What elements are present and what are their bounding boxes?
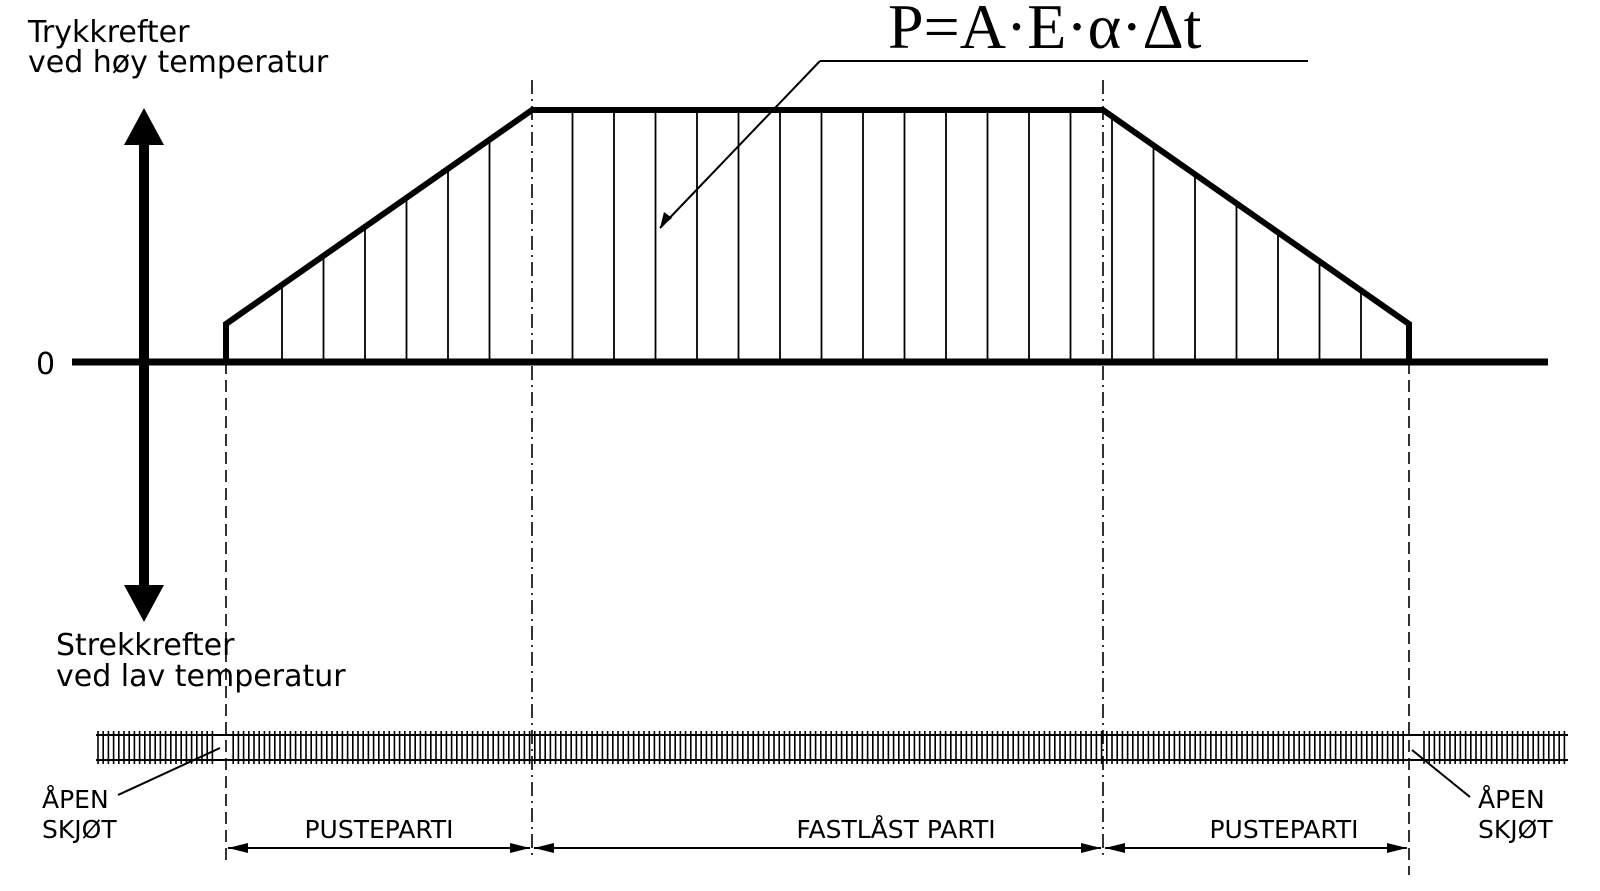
force-outline (223, 107, 1412, 362)
left-joint-line1: ÅPEN (42, 785, 109, 814)
formula-leader (659, 60, 821, 229)
right-joint-line2: SKJØT (1478, 815, 1553, 844)
zone-label-right: PUSTEPARTI (1209, 815, 1358, 844)
dim-arrow-icon (1081, 843, 1101, 853)
compression-label-line1: Trykkrefter (27, 15, 190, 50)
right-joint-line1: ÅPEN (1478, 785, 1545, 814)
arrow-up-icon (124, 108, 164, 145)
leader-arrow-icon (660, 212, 672, 228)
dim-arrow-icon (1387, 843, 1407, 853)
force-hatching (281, 110, 1362, 362)
dim-arrow-icon (1105, 843, 1125, 853)
dim-arrow-icon (534, 843, 554, 853)
zero-label: 0 (36, 347, 55, 382)
zone-label-left: PUSTEPARTI (304, 815, 453, 844)
tension-label-line2: ved lav temperatur (56, 659, 346, 694)
arrow-down-icon (124, 585, 164, 622)
left-joint-leader (117, 747, 221, 796)
tension-label-line1: Strekkrefter (56, 628, 235, 663)
dim-arrow-icon (228, 843, 248, 853)
compression-label-line2: ved høy temperatur (28, 45, 329, 80)
dimension-lines (228, 843, 1407, 853)
rail-track (96, 731, 1568, 764)
formula: P=A·E·α·Δt (888, 0, 1202, 62)
dim-arrow-icon (510, 843, 530, 853)
left-joint-line2: SKJØT (42, 815, 117, 844)
right-joint-leader (1411, 749, 1471, 798)
zone-label-center: FASTLÅST PARTI (796, 815, 995, 844)
